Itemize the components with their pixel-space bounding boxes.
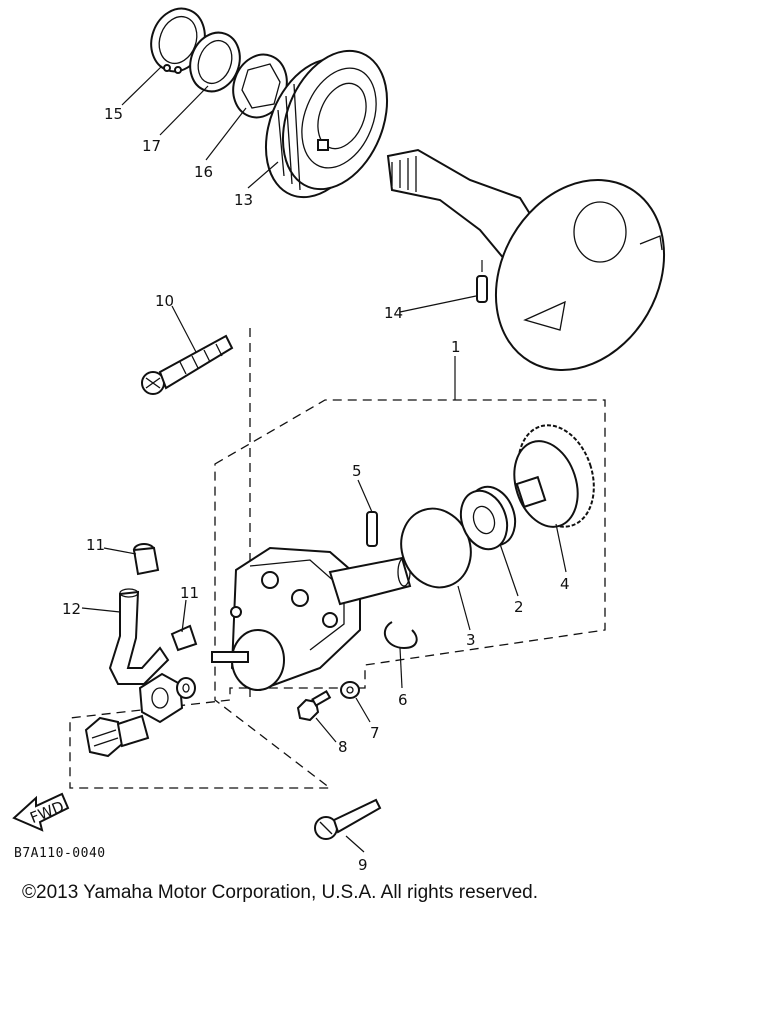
callout-15: 15 — [104, 105, 123, 123]
diagram-code: B7A110-0040 — [14, 846, 106, 861]
part-12-hose[interactable] — [108, 588, 170, 685]
part-9-screw[interactable] — [314, 798, 382, 840]
part-7-washer[interactable] — [340, 681, 360, 699]
part-10-bolt[interactable] — [141, 334, 234, 395]
part-2-bearing[interactable] — [453, 480, 523, 555]
callout-16: 16 — [194, 163, 213, 181]
parts-diagram: FWD 15 17 16 13 14 10 1 5 11 12 11 4 — [12, 7, 666, 874]
callout-6: 6 — [398, 691, 408, 709]
banjo-bolt[interactable] — [84, 714, 150, 758]
callout-17: 17 — [142, 137, 161, 155]
callout-numbers: 15 17 16 13 14 10 1 5 11 12 11 4 2 3 6 7… — [62, 105, 570, 874]
part-17-washer[interactable] — [182, 26, 248, 99]
part-4-gear[interactable] — [504, 415, 606, 536]
callout-12: 12 — [62, 600, 81, 618]
part-13-pulley[interactable] — [247, 35, 407, 212]
callout-1: 1 — [451, 338, 461, 356]
part-5-pin[interactable] — [366, 511, 378, 547]
callout-5: 5 — [352, 462, 362, 480]
part-11-clamp-lower[interactable] — [170, 624, 198, 652]
copyright-notice: ©2013 Yamaha Motor Corporation, U.S.A. A… — [22, 882, 538, 903]
callout-2: 2 — [514, 598, 524, 616]
fwd-arrow: FWD — [12, 792, 70, 832]
callout-9: 9 — [358, 856, 368, 874]
assembly-outline — [69, 399, 606, 789]
callout-11-upper: 11 — [86, 536, 105, 554]
leader-lines — [81, 65, 567, 853]
callout-13: 13 — [234, 191, 253, 209]
part-8-bolt[interactable] — [296, 690, 332, 722]
callout-14: 14 — [384, 304, 403, 322]
callout-10: 10 — [155, 292, 174, 310]
crankshaft — [386, 148, 666, 371]
part-6-circlip[interactable] — [383, 621, 418, 650]
part-11-clamp-upper[interactable] — [132, 543, 160, 576]
callout-11-lower: 11 — [180, 584, 199, 602]
callout-7: 7 — [370, 724, 380, 742]
shaft-nut[interactable] — [138, 672, 196, 724]
callout-4: 4 — [560, 575, 570, 593]
pump-body[interactable] — [211, 546, 412, 692]
callout-3: 3 — [466, 631, 476, 649]
callout-8: 8 — [338, 738, 348, 756]
part-14-pin[interactable] — [476, 275, 488, 303]
